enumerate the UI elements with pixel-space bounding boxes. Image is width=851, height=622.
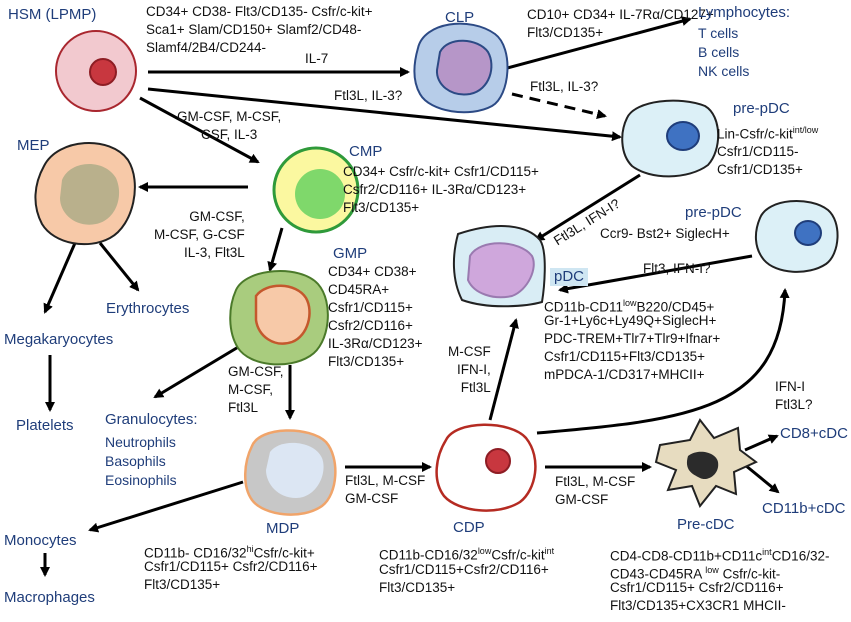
arrow-prepdc2-pdc (558, 254, 753, 294)
prepdc-markers-1a: Lin-Csfr/c-kitint/low (717, 125, 819, 142)
prepdc-label-1: pre-pDC (733, 100, 790, 117)
arrow-hsm-prepdc (147, 87, 622, 142)
arrow-cdp-prepdc2 (536, 288, 790, 435)
granulocytes-list: Neutrophils Basophils Eosinophils (105, 434, 177, 488)
hsm-cell (55, 30, 137, 112)
prepdc-cell-2 (754, 200, 839, 273)
hsm-markers: CD34+ CD38- Flt3/CD135- Csfr/c-kit+ Sca1… (146, 4, 373, 55)
signal-cdp-prepdc2: IFN-I Ftl3L? (775, 379, 813, 412)
cd11b-cdc-label: CD11b+cDC (762, 500, 846, 517)
signal-clp-prepdc: Ftl3L, IL-3? (530, 79, 599, 94)
arrow-clp-prepdc (511, 92, 607, 120)
mdp-label: MDP (266, 520, 300, 537)
pdc-markers-line1: CD11b-CD11lowB220/CD45+ (544, 298, 715, 315)
precdc-cell (654, 418, 758, 508)
lymphocytes-list: T cells B cells NK cells (698, 25, 750, 79)
macrophages-label: Macrophages (4, 589, 95, 606)
lymphocytes-title: Lymphocytes: (698, 4, 790, 21)
monocytes-label: Monocytes (4, 532, 77, 549)
signal-cdp-precdc: Ftl3L, M-CSF GM-CSF (555, 474, 636, 507)
arrow-gmp-granulocytes (153, 341, 246, 399)
arrow-clp-lymphocytes (499, 16, 692, 72)
precdc-markers-line2: CD43-CD45RA low Csfr/c-kit- (610, 565, 781, 582)
precdc-label: Pre-cDC (677, 516, 735, 533)
cmp-label: CMP (349, 143, 383, 160)
arrow-precdc-cd11bcdc (744, 463, 780, 494)
signal-hsm-cmp: GM-CSF, M-CSF, CSF, IL-3 (177, 109, 282, 142)
arrow-cmp-gmp (267, 227, 284, 272)
arrow-mdp-monocytes (88, 480, 244, 533)
cd8-cdc-label: CD8+cDC (780, 425, 848, 442)
signal-hsm-prepdc: Ftl3L, IL-3? (334, 88, 403, 103)
arrow-mep-erythrocytes (98, 242, 140, 292)
prepdc-label-2: pre-pDC (685, 204, 742, 221)
mep-label: MEP (17, 137, 50, 154)
cdp-markers: Csfr1/CD115+Csfr2/CD116+ Flt3/CD135+ (379, 562, 549, 595)
signal-prepdc2-pdc: Flt3, IFN-I? (643, 261, 711, 276)
cdp-cell (435, 423, 537, 512)
cmp-markers: CD34+ Csfr/c-kit+ Csfr1/CD115+ Csfr2/CD1… (343, 164, 539, 215)
pdc-label: pDC (550, 268, 589, 286)
pdc-cell (452, 225, 546, 308)
mdp-cell (244, 429, 337, 516)
prepdc-cell-1 (621, 99, 720, 178)
arrow-cdp-pdc (488, 318, 519, 421)
precdc-markers-line1: CD4-CD8-CD11b+CD11cintCD16/32- (610, 547, 830, 564)
arrow-prepdc-pdc (534, 173, 641, 242)
cdp-markers-line1: CD11b-CD16/32lowCsfr/c-kitint (379, 546, 555, 563)
arrow-hsm-cmp (139, 96, 260, 164)
platelets-label: Platelets (16, 417, 74, 434)
mdp-markers-line1: CD11b- CD16/32hiCsfr/c-kit+ (144, 544, 315, 561)
signal-gmp-mdp: GM-CSF, M-CSF, Ftl3L (228, 364, 284, 415)
cdp-label: CDP (453, 519, 485, 536)
hsm-label: HSM (LPMP) (8, 6, 97, 23)
mep-cell (34, 141, 136, 246)
cmp-cell (272, 146, 360, 234)
clp-markers: CD10+ CD34+ IL-7Rα/CD127+ Flt3/CD135+ (527, 7, 714, 40)
prepdc-markers-2: Ccr9- Bst2+ SiglecH+ (600, 226, 730, 241)
arrow-precdc-cd8cdc (744, 434, 779, 452)
granulocytes-title: Granulocytes: (105, 411, 198, 428)
gmp-cell (229, 270, 329, 366)
megakaryocytes-label: Megakaryocytes (4, 331, 114, 348)
signal-hsm-clp: IL-7 (305, 51, 329, 66)
gmp-label: GMP (333, 245, 368, 262)
precdc-markers: Csfr1/CD115+ Csfr2/CD116+ Flt3/CD135+CX3… (610, 580, 786, 613)
prepdc-markers-1b: Csfr1/CD115- Csfr1/CD135+ (717, 144, 803, 177)
pdc-markers: Gr-1+Ly6c+Ly49Q+SiglecH+ PDC-TREM+Tlr7+T… (544, 313, 721, 382)
signal-mdp-cdp: Ftl3L, M-CSF GM-CSF (345, 473, 426, 506)
clp-cell (413, 22, 509, 114)
signal-cmp-gmp: GM-CSF, M-CSF, G-CSF IL-3, Flt3L (154, 209, 245, 260)
gmp-markers: CD34+ CD38+ CD45RA+ Csfr1/CD115+ Csfr2/C… (328, 264, 423, 369)
erythrocytes-label: Erythrocytes (106, 300, 190, 317)
arrow-mep-megakaryocytes (43, 242, 77, 314)
clp-label: CLP (445, 9, 475, 26)
mdp-markers: Csfr1/CD115+ Csfr2/CD116+ Flt3/CD135+ (144, 559, 318, 592)
signal-cdp-pdc: M-CSF IFN-I, Ftl3L (448, 344, 491, 395)
